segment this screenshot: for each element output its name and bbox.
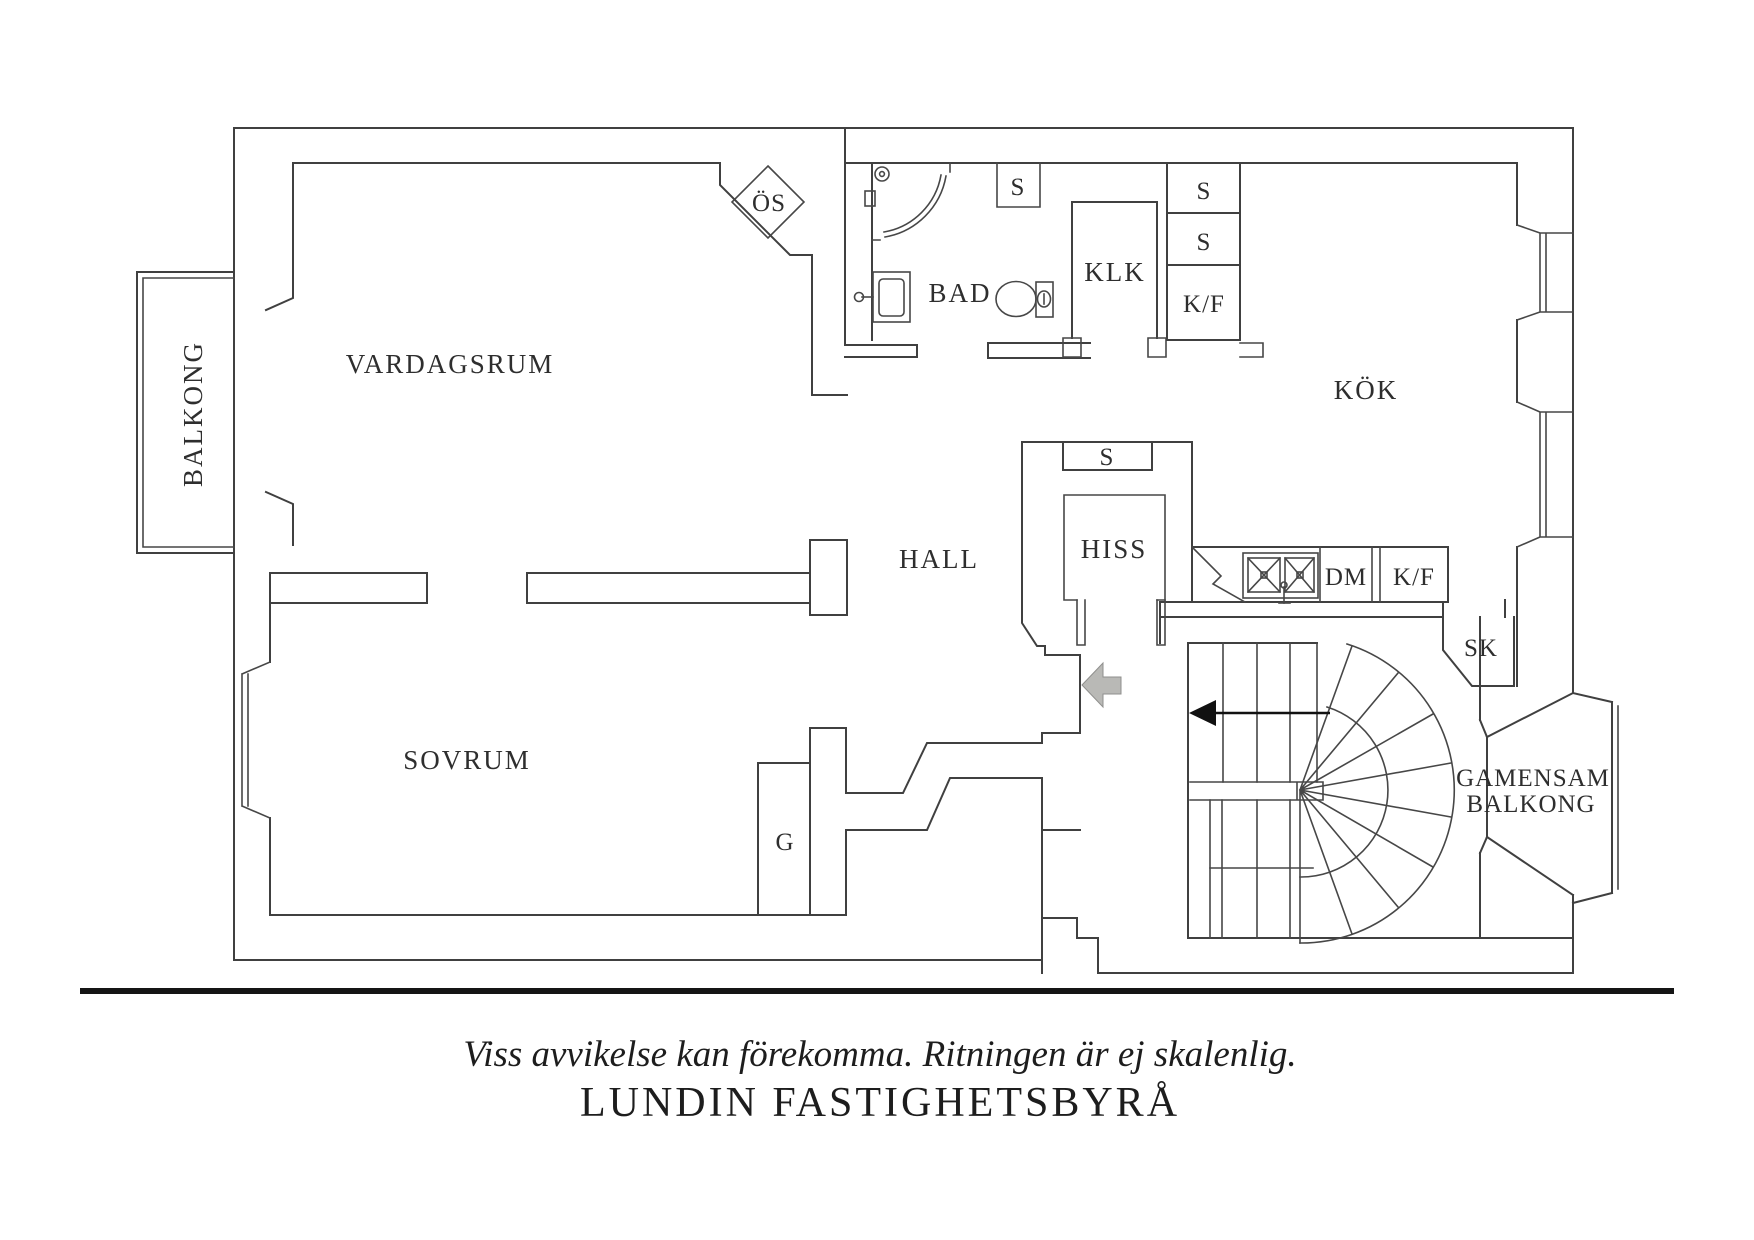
room-labels: VARDAGSRUM SOVRUM HALL BAD KLK KÖK HISS … [178, 257, 1610, 818]
label-s-column-mid: S [1197, 229, 1212, 256]
label-s-column-top: S [1197, 178, 1212, 205]
label-s-hiss: S [1100, 444, 1115, 471]
room-label-bad: BAD [928, 278, 991, 308]
closet-labels: ÖS G SK DM K/F K/F S S S S [752, 174, 1498, 856]
kitchen-counter [1190, 545, 1449, 604]
outer-walls [233, 127, 1574, 974]
balcony-left [136, 162, 294, 554]
footer-disclaimer: Viss avvikelse kan förekomma. Ritningen … [463, 1034, 1296, 1075]
sink-icon [853, 271, 911, 323]
toilet-icon [995, 280, 1054, 318]
spiral-staircase [1189, 642, 1456, 944]
label-os: ÖS [752, 190, 786, 217]
stair-direction-arrow-icon [1189, 700, 1330, 726]
label-g: G [775, 829, 794, 856]
room-label-sovrum: SOVRUM [403, 745, 531, 775]
footer-brand: LUNDIN FASTIGHETSBYRÅ [580, 1080, 1180, 1126]
room-label-klk: KLK [1084, 257, 1146, 287]
room-label-hiss: HISS [1081, 534, 1148, 564]
room-label-vardagsrum: VARDAGSRUM [346, 349, 555, 379]
shower-icon [864, 162, 951, 241]
fireplace-icon [730, 164, 806, 240]
interior-walls [269, 127, 1619, 974]
room-label-kok: KÖK [1334, 375, 1399, 405]
label-sk: SK [1464, 635, 1498, 662]
elevator-car [1063, 494, 1166, 646]
room-label-balkong: BALKONG [178, 341, 208, 487]
bathroom-fixtures [853, 162, 1054, 323]
room-label-hall: HALL [899, 544, 979, 574]
entry-arrow-icon [1081, 661, 1122, 709]
room-label-gamensam-1: GAMENSAM [1456, 765, 1610, 792]
label-s-bad: S [1011, 174, 1026, 201]
windows [240, 223, 1574, 820]
kitchen-sink-icon [1242, 552, 1319, 604]
label-kf-column: K/F [1183, 291, 1225, 318]
label-dm: DM [1325, 564, 1367, 591]
bathroom-cabinet [996, 162, 1041, 208]
label-kf-counter: K/F [1393, 564, 1435, 591]
room-label-gamensam-2: BALKONG [1466, 791, 1595, 818]
